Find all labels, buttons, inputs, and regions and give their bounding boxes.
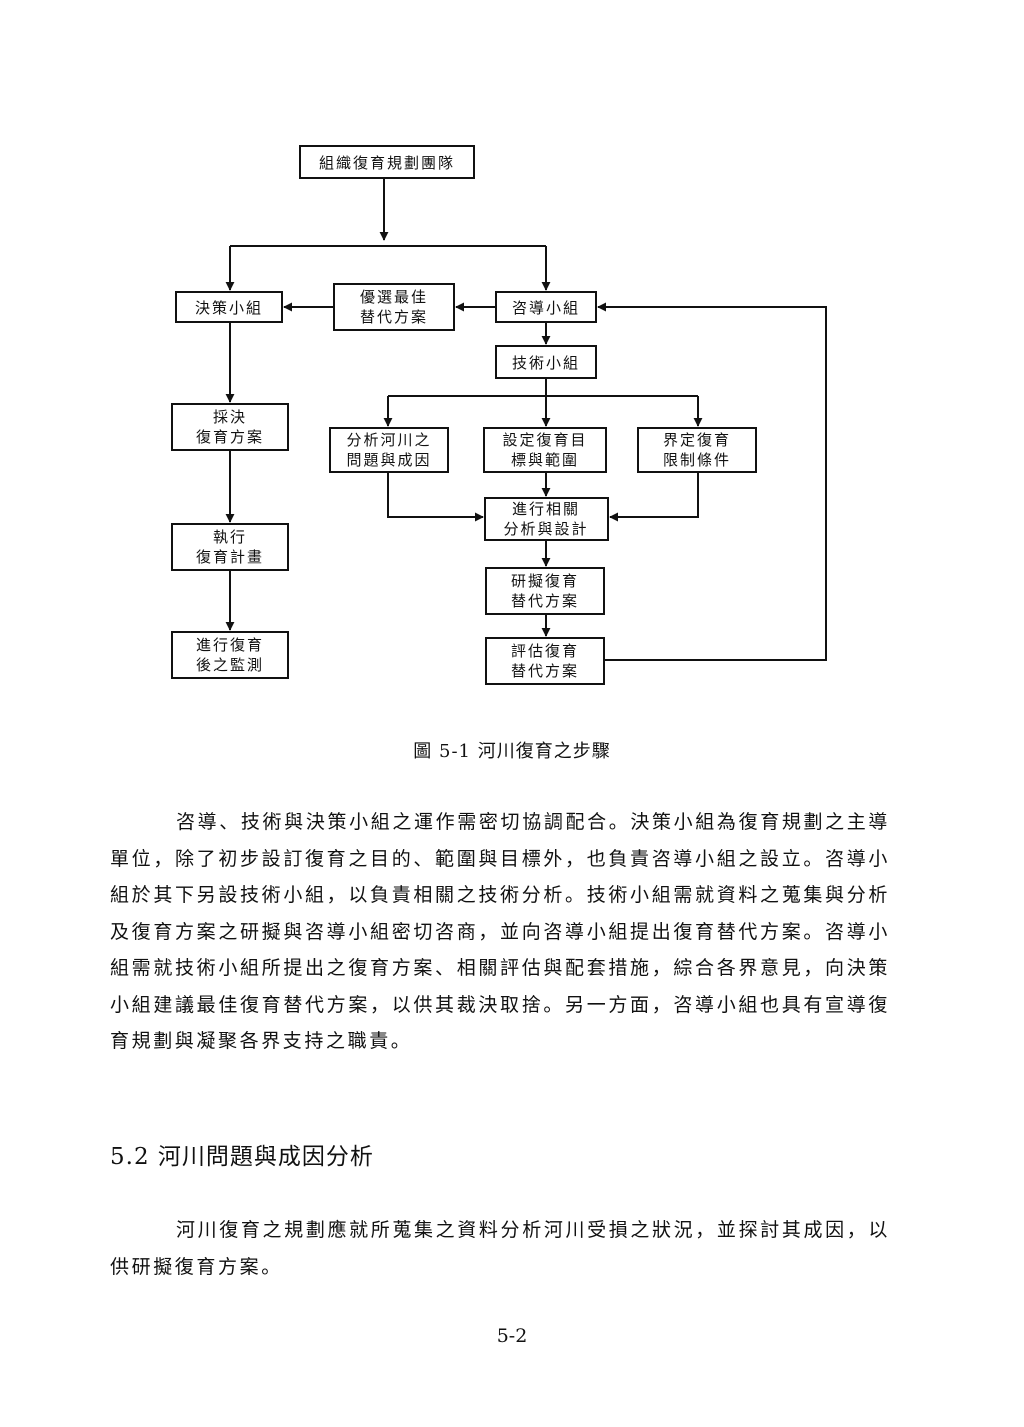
- node-execute-plan-line2: 復育計畫: [196, 548, 264, 566]
- arrow-constraints-to-related: [609, 472, 699, 522]
- node-organize-team: 組織復育規劃團隊: [299, 145, 475, 179]
- node-set-goals-line1: 設定復育目: [502, 431, 587, 449]
- node-evaluate-alternatives-line1: 評估復育: [511, 642, 579, 660]
- node-monitoring: 進行復育 後之監測: [171, 631, 289, 679]
- node-execute-plan: 執行 復育計畫: [171, 523, 289, 571]
- arrow-feedback-to-advisory: [597, 302, 827, 661]
- node-monitoring-line2: 後之監測: [196, 656, 264, 674]
- node-decision-group: 決策小組: [175, 291, 283, 323]
- node-related-analysis: 進行相關 分析與設計: [484, 497, 609, 541]
- node-monitoring-line1: 進行復育: [196, 636, 264, 654]
- body-paragraph-2: 河川復育之規劃應就所蒐集之資料分析河川受損之狀況，並探討其成因，以供研擬復育方案…: [110, 1219, 890, 1278]
- flowchart-diagram: 組織復育規劃團隊 決策小組 優選最佳 替代方案 咨導小組 技術小組 採決 復育方…: [171, 145, 827, 685]
- node-best-alternative-line2: 替代方案: [360, 308, 428, 326]
- node-decision-group-line1: 決策小組: [195, 299, 263, 317]
- body-paragraph-1: 咨導、技術與決策小組之運作需密切協調配合。決策小組為復育規劃之主導單位，除了初步…: [110, 811, 890, 1052]
- node-related-analysis-line1: 進行相關: [512, 500, 580, 518]
- page-number: 5-2: [496, 1325, 528, 1347]
- node-draft-alternatives: 研擬復育 替代方案: [485, 567, 605, 615]
- node-technical-group: 技術小組: [495, 345, 597, 379]
- node-best-alternative: 優選最佳 替代方案: [333, 283, 455, 331]
- node-analyze-problems: 分析河川之 問題與成因: [329, 427, 449, 473]
- node-draft-alternatives-line1: 研擬復育: [511, 572, 579, 590]
- node-define-constraints: 界定復育 限制條件: [637, 427, 757, 473]
- node-define-constraints-line2: 限制條件: [663, 451, 731, 469]
- figure-caption: 圖 5-1 河川復育之步驟: [413, 741, 611, 762]
- node-define-constraints-line1: 界定復育: [663, 431, 731, 449]
- node-advisory-group-line1: 咨導小組: [512, 299, 580, 317]
- node-set-goals: 設定復育目 標與範圍: [483, 427, 607, 473]
- node-draft-alternatives-line2: 替代方案: [511, 592, 579, 610]
- node-best-alternative-line1: 優選最佳: [360, 288, 428, 306]
- node-organize-team-line1: 組織復育規劃團隊: [319, 154, 455, 172]
- node-set-goals-line2: 標與範圍: [511, 451, 579, 469]
- node-analyze-problems-line2: 問題與成因: [346, 451, 431, 469]
- connectors: [225, 178, 827, 661]
- node-adopt-plan: 採決 復育方案: [171, 403, 289, 451]
- node-adopt-plan-line1: 採決: [213, 408, 247, 426]
- node-analyze-problems-line1: 分析河川之: [346, 431, 431, 449]
- arrow-analyze-to-related: [387, 472, 484, 522]
- node-evaluate-alternatives: 評估復育 替代方案: [485, 637, 605, 685]
- section-heading: 5.2 河川問題與成因分析: [110, 1144, 374, 1170]
- node-evaluate-alternatives-line2: 替代方案: [511, 662, 579, 680]
- node-related-analysis-line2: 分析與設計: [503, 520, 588, 538]
- node-technical-group-line1: 技術小組: [512, 354, 580, 372]
- node-execute-plan-line1: 執行: [213, 528, 247, 546]
- node-advisory-group: 咨導小組: [495, 291, 597, 323]
- node-adopt-plan-line2: 復育方案: [196, 428, 264, 446]
